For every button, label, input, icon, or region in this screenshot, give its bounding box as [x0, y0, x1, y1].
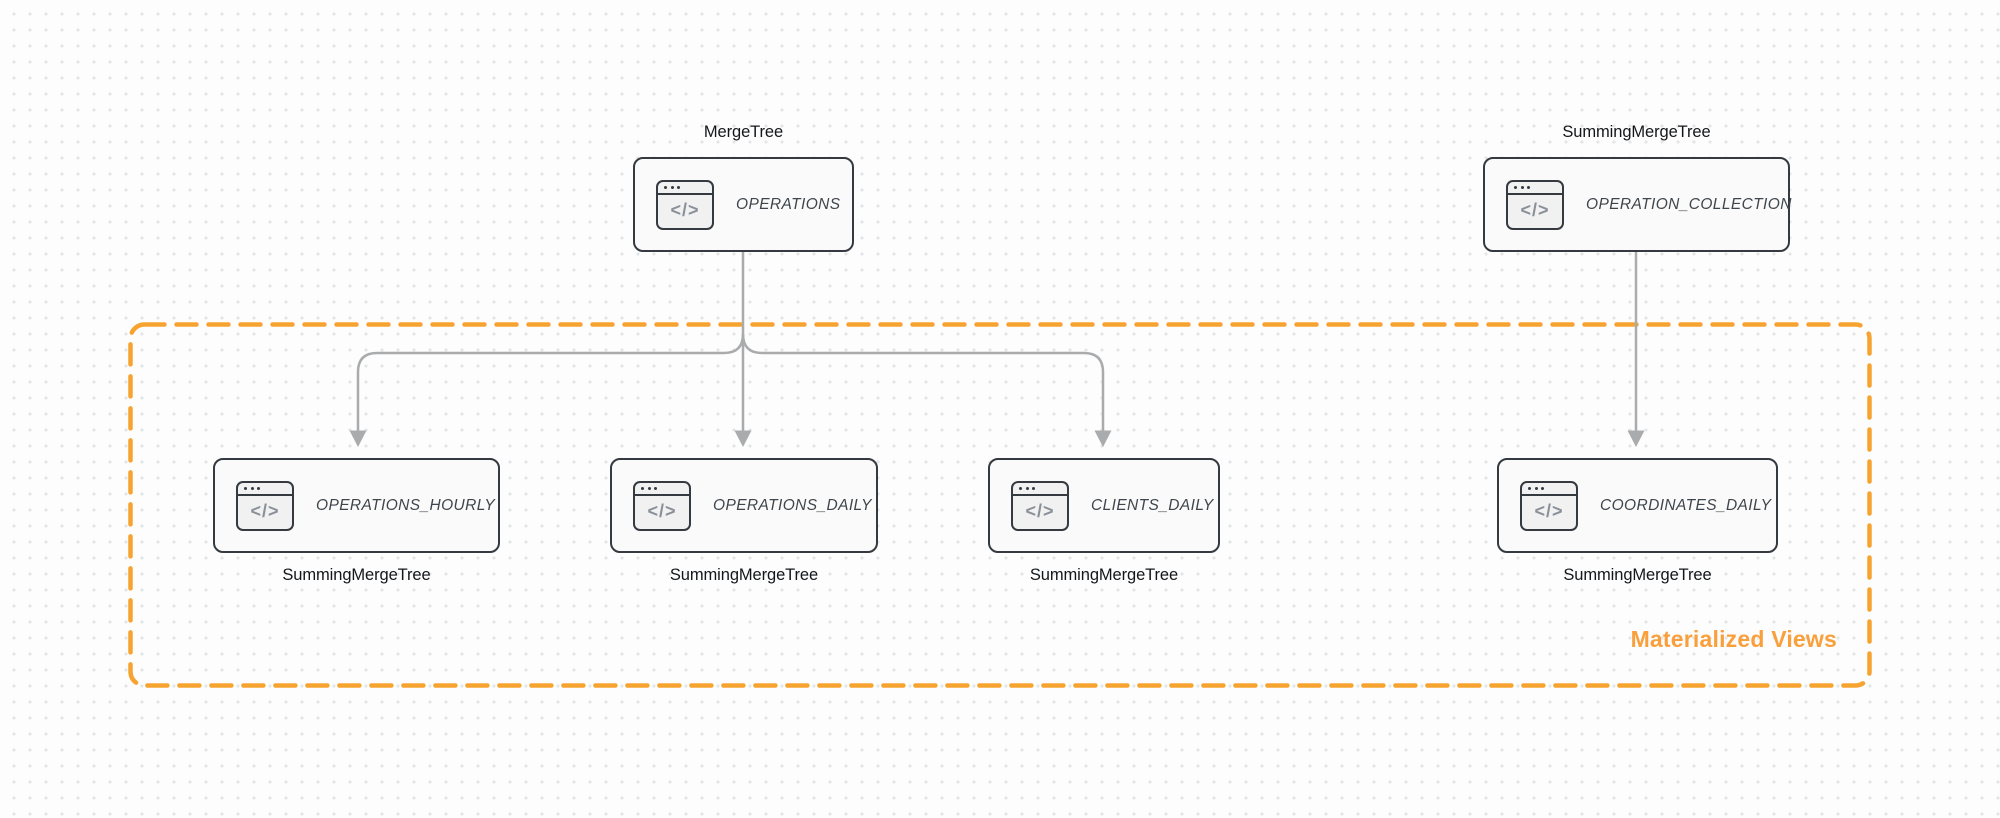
code-window-icon: </> [236, 480, 294, 531]
arrowhead-operations-hourly [349, 430, 367, 447]
table-name: COORDINATES_DAILY [1600, 496, 1772, 514]
table-node-coordinates-daily: </> COORDINATES_DAILY [1497, 458, 1778, 553]
edge-operations-to-clients-daily [741, 333, 1105, 431]
table-name: CLIENTS_DAILY [1091, 496, 1214, 514]
node-group-operation-collection: SummingMergeTree </> OPERATION_COLLECTIO… [1483, 122, 1792, 252]
node-group-clients-daily: </> CLIENTS_DAILY SummingMergeTree [988, 458, 1220, 586]
table-node-operations-hourly: </> OPERATIONS_HOURLY [213, 458, 500, 553]
engine-label: SummingMergeTree [669, 566, 819, 584]
window-bar [635, 483, 689, 496]
engine-label: SummingMergeTree [1029, 566, 1179, 584]
node-group-operations-hourly: </> OPERATIONS_HOURLY SummingMergeTree [213, 458, 500, 586]
arrowhead-coordinates-daily [1627, 430, 1645, 447]
code-window-icon: </> [1011, 480, 1069, 531]
code-window-icon: </> [656, 179, 714, 230]
engine-label: SummingMergeTree [1563, 566, 1712, 584]
code-icon: </> [670, 199, 700, 220]
engine-label: MergeTree [703, 123, 784, 141]
table-node-operations-daily: </> OPERATIONS_DAILY [610, 458, 878, 553]
code-window-icon: </> [1520, 480, 1578, 531]
engine-label: SummingMergeTree [282, 566, 431, 584]
code-icon: </> [1534, 500, 1564, 521]
table-node-clients-daily: </> CLIENTS_DAILY [988, 458, 1220, 553]
window-bar [238, 483, 292, 496]
node-group-operations: MergeTree </> OPERATIONS [633, 122, 854, 252]
table-name: OPERATION_COLLECTION [1586, 195, 1792, 213]
code-window-icon: </> [1506, 179, 1564, 230]
node-group-operations-daily: </> OPERATIONS_DAILY SummingMergeTree [610, 458, 878, 586]
table-node-operations: </> OPERATIONS [633, 157, 854, 252]
window-bar [1522, 483, 1576, 496]
node-group-coordinates-daily: </> COORDINATES_DAILY SummingMergeTree [1497, 458, 1778, 586]
code-icon: </> [250, 500, 280, 521]
window-bar [1508, 182, 1562, 195]
table-name: OPERATIONS_HOURLY [316, 496, 496, 514]
code-icon: </> [1025, 500, 1055, 521]
code-window-icon: </> [633, 480, 691, 531]
table-name: OPERATIONS [736, 195, 841, 213]
window-bar [658, 182, 712, 195]
table-node-operation-collection: </> OPERATION_COLLECTION [1483, 157, 1792, 252]
arrowhead-operations-daily [734, 430, 752, 447]
arrowhead-clients-daily [1094, 430, 1112, 447]
window-bar [1013, 483, 1067, 496]
engine-label: SummingMergeTree [1562, 123, 1711, 141]
materialized-views-label: Materialized Views [1630, 626, 1837, 652]
edge-operations-to-operations-hourly [356, 333, 745, 431]
code-icon: </> [1520, 199, 1550, 220]
table-name: OPERATIONS_DAILY [713, 496, 872, 514]
code-icon: </> [647, 500, 677, 521]
